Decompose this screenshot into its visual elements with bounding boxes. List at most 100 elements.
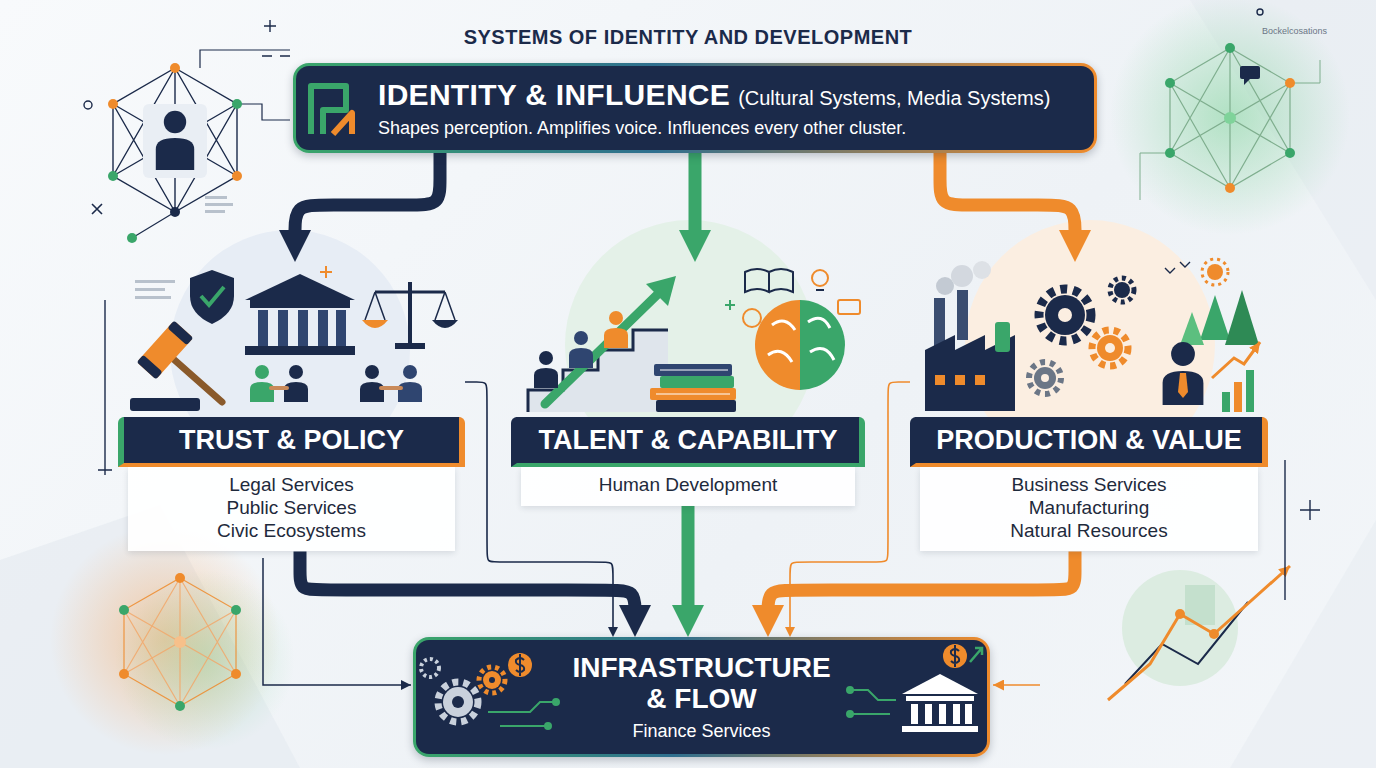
- growth-chart: [1246, 370, 1254, 412]
- text-placeholder-lines: [135, 288, 165, 291]
- climbing-people: [604, 311, 628, 348]
- nature-icon: [1165, 262, 1190, 273]
- text-placeholder-lines: [135, 296, 171, 299]
- businessman-icon: [1163, 342, 1204, 405]
- courthouse-icon: [250, 300, 350, 308]
- item-card: Business ServicesManufacturingNatural Re…: [920, 467, 1258, 551]
- circuit-lines: [553, 699, 559, 705]
- person-icon: [156, 111, 194, 170]
- coin-icon: [508, 653, 532, 677]
- diagram-title: SYSTEMS OF IDENTITY AND DEVELOPMENT: [464, 26, 913, 49]
- factory-icon: [973, 261, 991, 279]
- trend-chart: [1300, 500, 1320, 520]
- factory-icon: [957, 290, 968, 340]
- flow-arrow: [682, 506, 695, 615]
- courthouse-icon: [245, 274, 355, 300]
- trend-chart: [1185, 585, 1215, 625]
- box-heading: INFRASTRUCTURE & FLOW: [566, 652, 837, 715]
- scales-icon: [432, 320, 458, 328]
- scales-icon: [408, 282, 412, 345]
- brain-icon: [755, 300, 845, 390]
- growth-chart: [1212, 342, 1260, 412]
- brain-icon: [800, 300, 845, 390]
- shield-icon: [201, 287, 224, 305]
- flow-arrow: [295, 153, 440, 240]
- factory-icon: [925, 261, 1015, 411]
- box-description: Shapes perception. Amplifies voice. Infl…: [378, 118, 1072, 139]
- network-dots: [232, 99, 242, 109]
- courthouse-icon: [278, 310, 288, 346]
- network-icon: [124, 578, 236, 706]
- nature-icon: [1202, 259, 1228, 285]
- shield-icon: [190, 270, 234, 324]
- network-dots: [119, 669, 129, 679]
- gears-icon: [1110, 278, 1134, 302]
- infrastructure-box: INFRASTRUCTURE & FLOWFinance Services: [413, 637, 990, 757]
- growth-chart: [1222, 392, 1230, 412]
- bank-icon: [902, 726, 978, 732]
- network-dots: [1225, 183, 1235, 193]
- gears-icon: [1034, 367, 1056, 389]
- network-dots: [108, 63, 242, 243]
- list-item: Legal Services: [136, 474, 447, 497]
- stairs-icon: [528, 330, 668, 412]
- handshake-people: [398, 365, 422, 402]
- climbing-people: [534, 351, 558, 388]
- learning-icons: [838, 300, 860, 314]
- circuit-lines: [488, 687, 896, 729]
- list-item: Manufacturing: [928, 497, 1250, 520]
- flow-arrow: [768, 551, 1075, 614]
- network-dots: [1165, 148, 1175, 158]
- growth-arrow: [545, 276, 676, 404]
- network-icon: [124, 578, 236, 706]
- learning-icons: [812, 270, 828, 286]
- flow-arrow: [940, 153, 1075, 240]
- growth-arrow: [545, 292, 660, 404]
- growth-chart: [1212, 342, 1260, 378]
- trend-chart: [1108, 566, 1290, 700]
- courthouse-icon: [245, 274, 355, 355]
- gears-icon: [438, 682, 478, 722]
- background-shapes: [115, 570, 295, 750]
- gears-icon: [1039, 289, 1091, 341]
- businessman-icon: [1178, 373, 1188, 398]
- feed-arrow: [263, 558, 1040, 685]
- chat-icon: [1244, 79, 1250, 85]
- books-icon: [654, 364, 732, 376]
- learning-icons: [743, 309, 761, 327]
- network-dots: [232, 171, 242, 181]
- trend-chart: [1122, 570, 1238, 686]
- gears-icon: [1041, 374, 1049, 382]
- accent-marks: [1257, 9, 1263, 15]
- network-dots: [119, 573, 241, 711]
- courthouse-icon: [245, 346, 355, 355]
- nature-icon: [1180, 312, 1204, 345]
- businessman-icon: [1163, 342, 1204, 405]
- heading-row: IDENTITY & INFLUENCE(Cultural Systems, M…: [378, 78, 1072, 112]
- network-icon: [1170, 48, 1290, 188]
- brand-logo: [311, 86, 346, 134]
- gavel-icon: [167, 320, 193, 345]
- handshake-people: [250, 365, 274, 402]
- network-icon: [1170, 48, 1290, 188]
- growth-arrow: [646, 276, 676, 306]
- chat-icon: [1240, 66, 1260, 79]
- network-dots: [1285, 78, 1295, 88]
- bank-icon: [902, 644, 982, 732]
- network-icon: [113, 68, 237, 212]
- factory-icon: [925, 335, 1015, 411]
- factory-icon: [934, 298, 945, 350]
- bank-icon: [970, 648, 982, 662]
- network-dots: [1165, 78, 1175, 88]
- identity-box: IDENTITY & INFLUENCE(Cultural Systems, M…: [293, 63, 1097, 153]
- gears-icon: [479, 667, 505, 693]
- climbing-people: [569, 331, 593, 368]
- network-icon: [124, 578, 236, 706]
- gears-icon: [489, 677, 495, 683]
- factory-icon: [935, 375, 945, 385]
- bank-icon: [965, 704, 972, 724]
- gears-icon: [1105, 343, 1115, 353]
- bank-icon: [906, 696, 974, 701]
- factory-icon: [936, 277, 954, 295]
